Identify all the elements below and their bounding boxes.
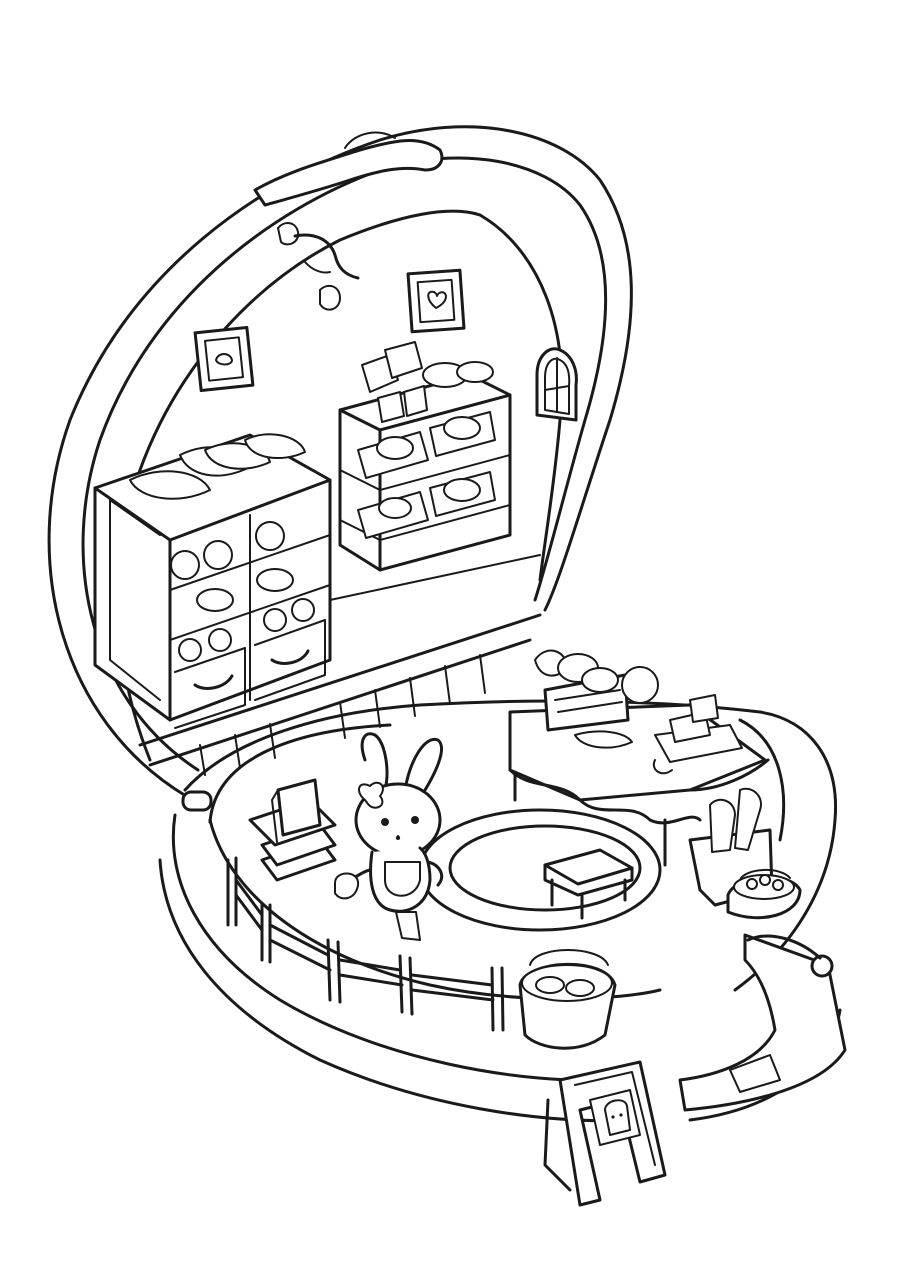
stacked-books: [248, 778, 337, 882]
sandwich-board-sign: [543, 1060, 667, 1207]
wall-frame-heart: [406, 268, 466, 334]
bow: [358, 781, 384, 809]
handbag: [334, 872, 360, 900]
compact-lid: [47, 125, 633, 798]
bakery-table: [508, 649, 770, 867]
toast-icon: [604, 1099, 631, 1136]
wooden-fence: [226, 856, 505, 1032]
fruit-basket: [726, 869, 802, 920]
baguette: [244, 433, 306, 459]
bread-display-cabinet: [93, 433, 332, 729]
hinge-knob: [181, 790, 213, 812]
wall-lamp: [277, 222, 360, 311]
front-latch: [678, 933, 847, 1112]
baguette: [129, 470, 211, 500]
wall-frame-teapot: [193, 325, 255, 393]
bread-basket-floor: [518, 949, 617, 1050]
lid-clasp: [253, 139, 444, 207]
wooden-stool: [543, 848, 634, 920]
arched-window: [535, 347, 578, 422]
wainscot-panels: [199, 654, 486, 776]
bunny-character: [334, 732, 444, 941]
bread-shelf-rack: [338, 341, 512, 572]
